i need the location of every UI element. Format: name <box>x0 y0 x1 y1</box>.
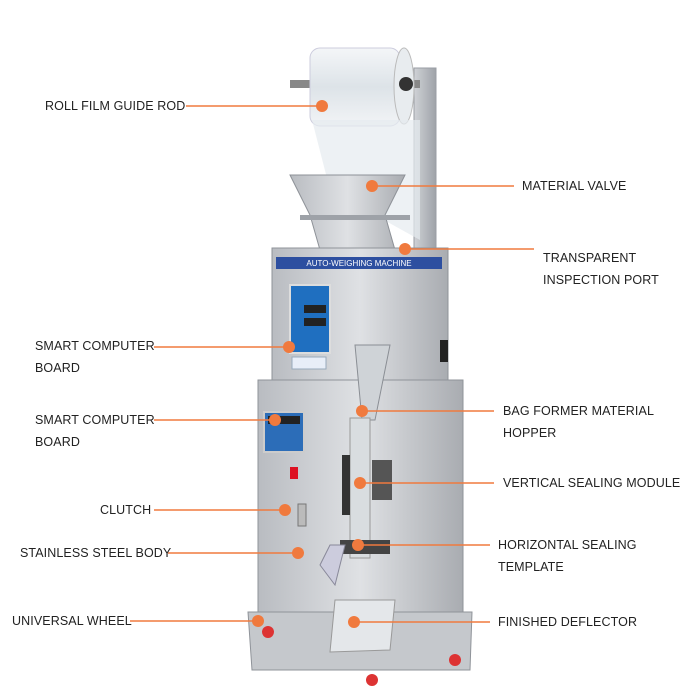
side-port <box>440 340 448 362</box>
power-switch <box>290 467 298 479</box>
vertical-sealer-block <box>372 460 392 500</box>
label-stainless-steel-body: STAINLESS STEEL BODY <box>20 546 172 560</box>
bag-former-hopper <box>354 344 391 421</box>
label-universal-wheel: UNIVERSAL WHEEL <box>12 614 132 628</box>
packing-display <box>268 416 300 424</box>
sticker <box>291 356 327 370</box>
machine-banner <box>276 257 442 269</box>
roll-film-hub <box>399 77 413 91</box>
label-finished-deflector: FINISHED DEFLECTOR <box>498 615 638 629</box>
label-line-1: SMART COMPUTER <box>35 339 155 353</box>
clutch-handle <box>297 503 307 527</box>
label-transparent-inspection-port: TRANSPARENT INSPECTION PORT <box>543 247 659 291</box>
machine-banner-text: AUTO-WEIGHING MACHINE <box>306 259 411 268</box>
label-line-1: SMART COMPUTER <box>35 413 155 427</box>
label-smart-computer-board-upper: SMART COMPUTER BOARD <box>35 335 155 379</box>
deflector <box>329 599 396 653</box>
label-horizontal-sealing-template: HORIZONTAL SEALING TEMPLATE <box>498 534 637 578</box>
label-bag-former-material-hopper: BAG FORMER MATERIAL HOPPER <box>503 400 654 444</box>
callout-dots <box>252 100 411 628</box>
label-line-2: BOARD <box>35 435 80 449</box>
label-line-2: TEMPLATE <box>498 560 564 574</box>
wheel <box>262 626 274 638</box>
label-roll-film-guide-rod: ROLL FILM GUIDE ROD <box>45 99 186 113</box>
roll-film <box>309 47 401 127</box>
label-line-2: HOPPER <box>503 426 557 440</box>
label-clutch: CLUTCH <box>100 503 152 517</box>
hopper-rail <box>300 215 410 220</box>
label-line-1: HORIZONTAL SEALING <box>498 538 637 552</box>
callout-lines <box>130 105 534 623</box>
weighing-display-1 <box>304 305 326 313</box>
weighing-display-2 <box>304 318 326 326</box>
wheel <box>366 674 378 686</box>
label-vertical-sealing-module: VERTICAL SEALING MODULE <box>503 476 681 490</box>
label-line-2: BOARD <box>35 361 80 375</box>
horizontal-sealer <box>340 540 390 554</box>
label-material-valve: MATERIAL VALVE <box>522 179 627 193</box>
wheel <box>449 654 461 666</box>
label-line-2: INSPECTION PORT <box>543 273 659 287</box>
vertical-sealer <box>342 455 350 515</box>
label-line-1: BAG FORMER MATERIAL <box>503 404 654 418</box>
label-smart-computer-board-lower: SMART COMPUTER BOARD <box>35 409 155 453</box>
label-line-1: TRANSPARENT <box>543 251 637 265</box>
cutter-guard <box>319 544 346 587</box>
